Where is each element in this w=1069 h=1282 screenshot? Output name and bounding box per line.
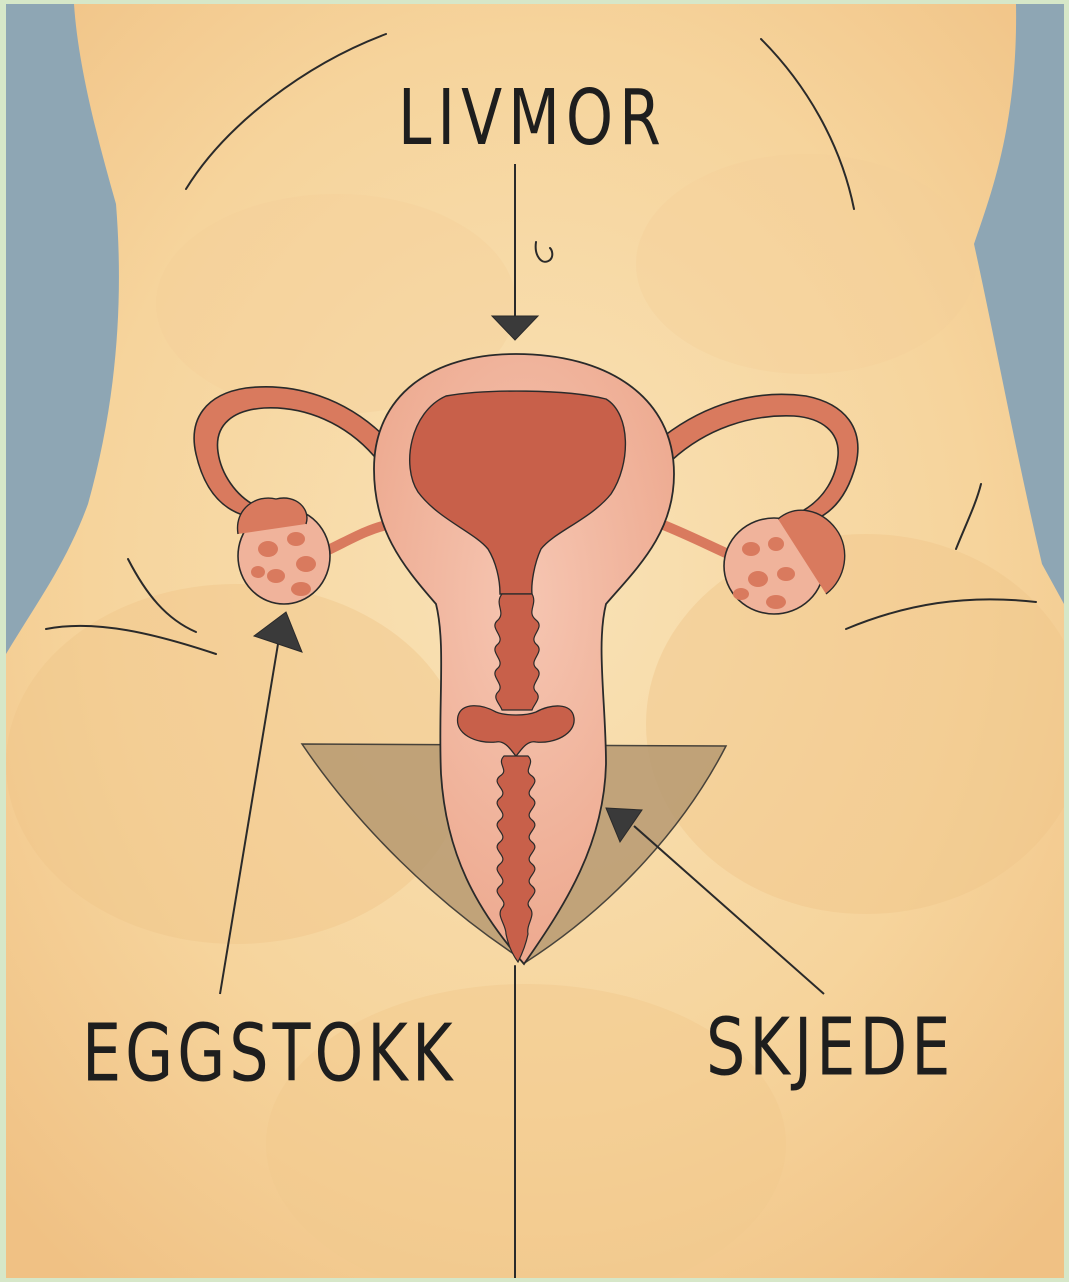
- cervical-canal: [495, 594, 539, 710]
- label-ovary: EGGSTOKK: [82, 1014, 457, 1093]
- skin-shade: [636, 154, 976, 374]
- label-uterus: LIVMOR: [398, 80, 667, 157]
- watercolor-paper: LIVMOR EGGSTOKK SKJEDE: [6, 4, 1064, 1278]
- label-vagina: SKJEDE: [706, 1008, 954, 1087]
